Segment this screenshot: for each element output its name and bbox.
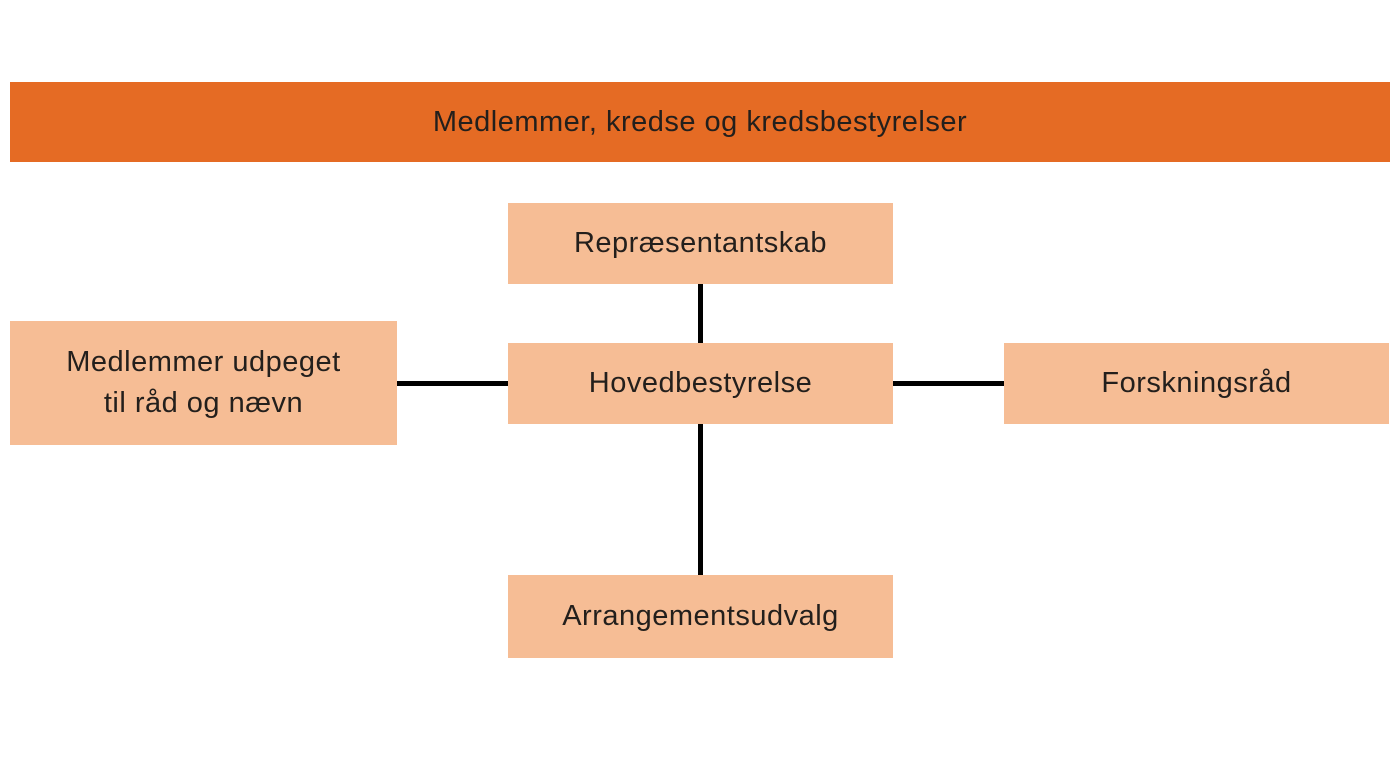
connector-hovedbestyrelse-arrangementsudvalg (698, 424, 703, 575)
connector-medlemmer-udpeget-hovedbestyrelse (397, 381, 508, 386)
node-medlemmer-udpeget-label-line1: Medlemmer udpeget (66, 346, 341, 379)
node-arrangementsudvalg-label: Arrangementsudvalg (562, 600, 839, 633)
connector-hovedbestyrelse-forskningsraad (893, 381, 1004, 386)
connector-repraesentantskab-hovedbestyrelse (698, 284, 703, 343)
node-forskningsraad-label: Forskningsråd (1101, 367, 1292, 400)
node-hovedbestyrelse-label: Hovedbestyrelse (588, 367, 813, 400)
node-arrangementsudvalg: Arrangementsudvalg (508, 575, 893, 658)
node-repraesentantskab-label: Repræsentantskab (573, 227, 828, 260)
banner-medlemmer-kredse: Medlemmer, kredse og kredsbestyrelser (10, 82, 1390, 162)
node-medlemmer-udpeget: Medlemmer udpeget til råd og nævn (10, 321, 397, 445)
banner-label: Medlemmer, kredse og kredsbestyrelser (432, 105, 968, 138)
node-medlemmer-udpeget-label-line2: til råd og nævn (103, 387, 304, 419)
node-forskningsraad: Forskningsråd (1004, 343, 1389, 424)
node-hovedbestyrelse: Hovedbestyrelse (508, 343, 893, 424)
node-repraesentantskab: Repræsentantskab (508, 203, 893, 284)
